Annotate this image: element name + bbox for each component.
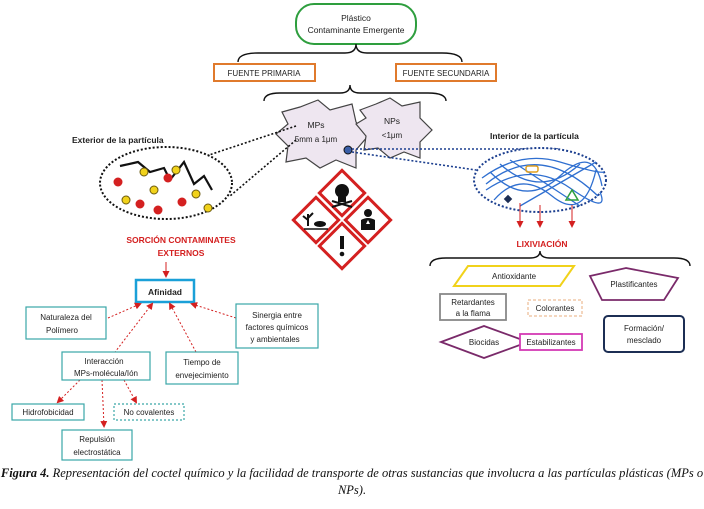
root-subtitle: Contaminante Emergente (308, 25, 405, 35)
tiempo-label-1: Tiempo de (183, 358, 221, 367)
plastificantes-shape (588, 267, 680, 301)
sorption-label-1: SORCIÓN CONTAMINATES (126, 234, 236, 245)
caption-text: Representación del coctel químico y la f… (52, 466, 704, 497)
formacion-label-2: mesclado (627, 336, 662, 345)
hazard-pictograms (291, 168, 393, 271)
repulsion-label-1: Repulsión (79, 435, 115, 444)
secondary-source-box (395, 63, 497, 82)
repulsion-label-2: electrostática (73, 448, 121, 457)
environment-hazard-icon (291, 195, 341, 245)
mps-burst (275, 99, 369, 169)
leaching-label: LIXIVIACIÓN (516, 238, 567, 249)
nps-size: <1μm (382, 131, 403, 140)
root-brace (237, 43, 463, 63)
colorantes-label: Colorantes (536, 304, 575, 313)
root-node (295, 3, 417, 45)
antioxidante-label: Antioxidante (492, 272, 537, 281)
antioxidante-shape (452, 265, 576, 287)
additive-triangle-icon (564, 188, 580, 201)
naturaleza-label-2: Polímero (46, 326, 79, 335)
interior-title: Interior de la partícula (490, 131, 579, 141)
interaccion-box (61, 351, 151, 381)
primary-source-box (213, 63, 316, 82)
additive-diamond-icon (503, 194, 513, 204)
exterior-title: Exterior de la partícula (72, 135, 164, 145)
affinity-label: Afinidad (148, 287, 182, 297)
nps-burst (355, 97, 433, 159)
primary-source-label: FUENTE PRIMARIA (228, 69, 302, 78)
particle-dot (343, 145, 353, 155)
leaching-arrows (516, 203, 576, 228)
tiempo-box (165, 351, 239, 385)
no-covalentes-box (113, 403, 185, 421)
sinergia-label-3: y ambientales (250, 335, 299, 344)
figure-caption: Figura 4. Representación del coctel quím… (0, 465, 704, 499)
source-brace (263, 84, 447, 102)
affinity-box (134, 278, 196, 304)
mps-title: MPs (308, 120, 325, 130)
sorption-label-2: EXTERNOS (158, 248, 205, 258)
hidrofobicidad-box (11, 403, 85, 421)
zoom-line-ext-top (199, 125, 297, 159)
retardantes-box (439, 293, 507, 321)
naturaleza-box (25, 306, 107, 340)
formacion-label-1: Formación/ (624, 324, 665, 333)
colorantes-box (527, 299, 583, 317)
estabilizantes-label: Estabilizantes (526, 338, 575, 347)
caption-label: Figura 4. (0, 466, 50, 480)
hidrofobicidad-label: Hidrofobicidad (22, 408, 73, 417)
root-title: Plástico (341, 13, 371, 23)
interaccion-label-2: MPs-molécula/Ión (74, 369, 138, 378)
tiempo-label-2: envejecimiento (175, 371, 229, 380)
zoom-line-int-bottom (351, 151, 477, 171)
plastificantes-label: Plastificantes (610, 280, 657, 289)
polymer-mesh (481, 157, 605, 207)
retardantes-label-1: Retardantes (451, 298, 495, 307)
health-hazard-icon (343, 195, 393, 245)
sorbed-molecules (113, 165, 213, 215)
interaccion-label-1: Interacción (84, 357, 123, 366)
sinergia-box (235, 303, 319, 349)
naturaleza-label-1: Naturaleza del (40, 313, 92, 322)
estabilizantes-box (519, 333, 583, 351)
additive-square-icon (525, 165, 539, 173)
no-covalentes-label: No covalentes (124, 408, 175, 417)
sinergia-label-2: factores químicos (246, 323, 309, 332)
nps-title: NPs (384, 116, 400, 126)
additives-brace (429, 250, 691, 267)
mps-size: 5mm a 1μm (295, 135, 338, 144)
skull-hazard-icon (317, 168, 367, 218)
retardantes-label-2: a la flama (456, 309, 491, 318)
biocidas-label: Biocidas (469, 338, 499, 347)
zoom-line-ext-bottom (229, 139, 297, 197)
secondary-source-label: FUENTE SECUNDARIA (403, 69, 490, 78)
repulsion-box (61, 429, 133, 461)
formacion-box (603, 315, 685, 353)
affinity-arrows (56, 302, 237, 428)
exclamation-hazard-icon (317, 221, 367, 271)
exterior-particle (99, 146, 233, 220)
sinergia-label-1: Sinergia entre (252, 311, 302, 320)
